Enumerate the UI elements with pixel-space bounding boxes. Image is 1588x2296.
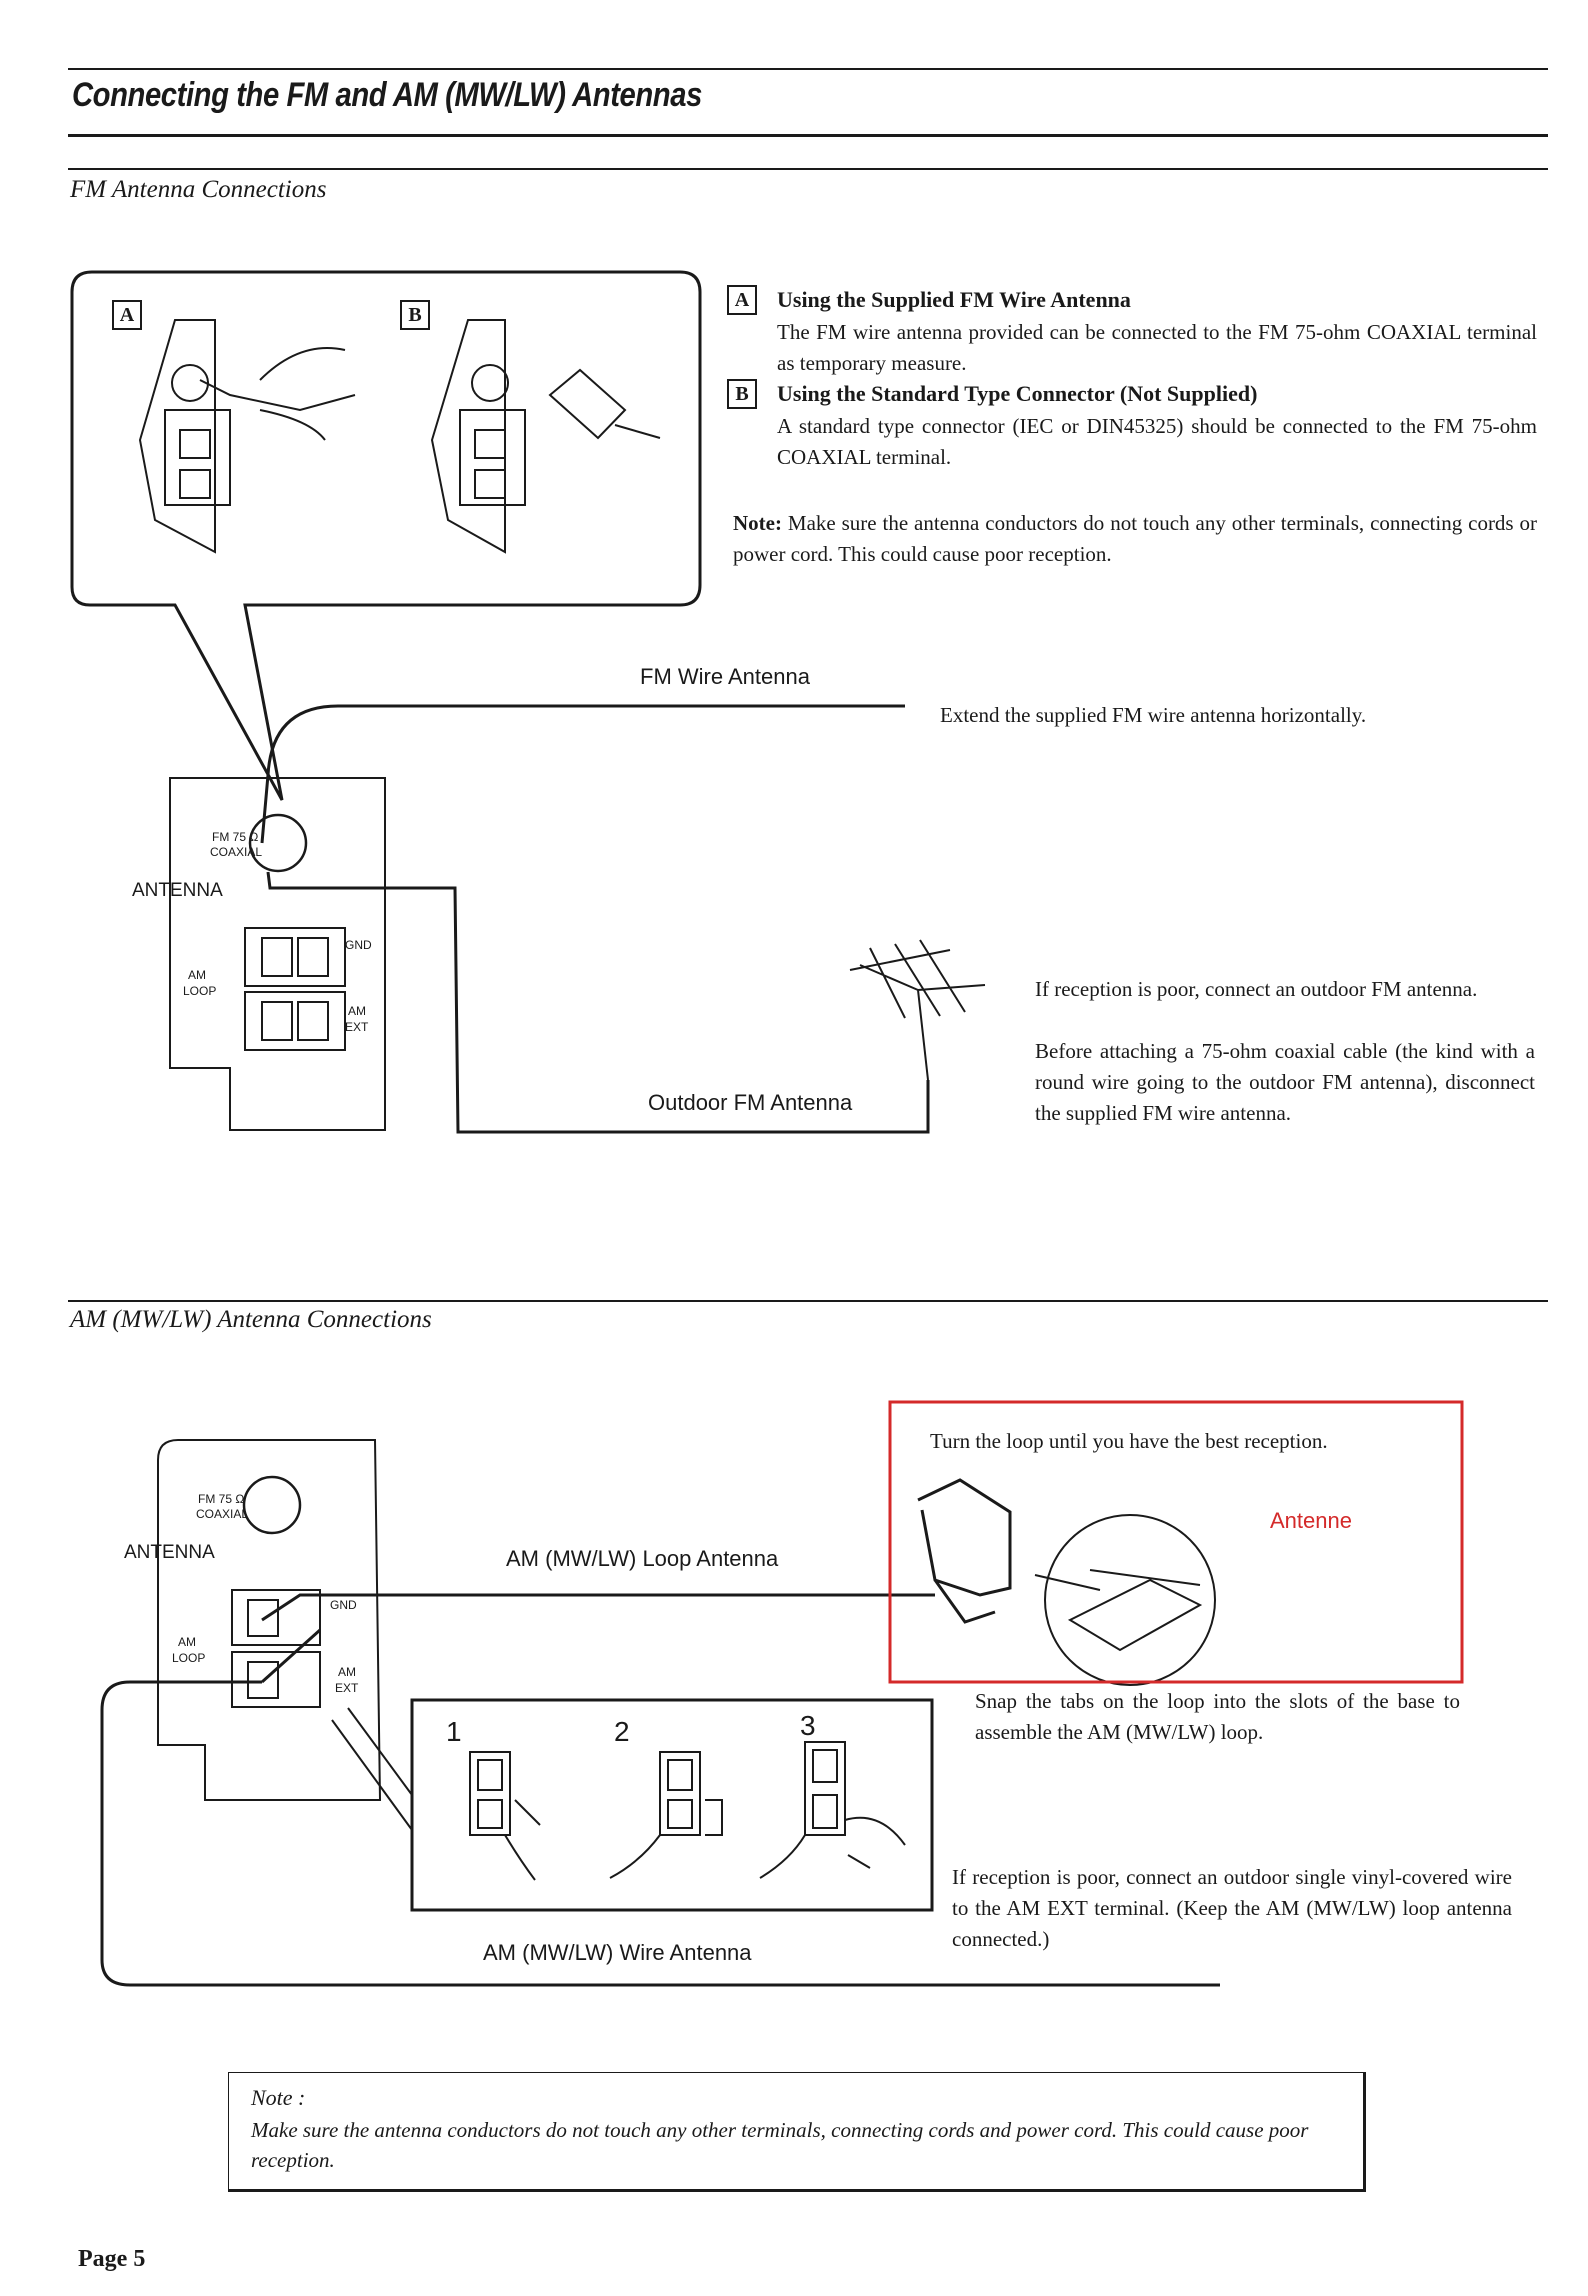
fm-panel-am-ext-1: AM bbox=[348, 1004, 366, 1018]
fm-wire-antenna-line bbox=[260, 704, 905, 844]
bottom-note-text: Make sure the antenna conductors do not … bbox=[251, 2118, 1309, 2172]
am-wire-antenna-label: AM (MW/LW) Wire Antenna bbox=[483, 1940, 752, 1965]
fm-note-text: Make sure the antenna conductors do not … bbox=[733, 511, 1538, 566]
am-wire-antenna-line bbox=[100, 1680, 1220, 1987]
fm-panel-am-loop-1: AM bbox=[188, 968, 206, 982]
step-2-number: 2 bbox=[614, 1716, 630, 1747]
outdoor-fm-text-1: If reception is poor, connect an outdoor… bbox=[1035, 977, 1478, 1001]
fm-wire-antenna-label: FM Wire Antenna bbox=[640, 664, 810, 689]
am-panel-am-loop-2: LOOP bbox=[172, 1651, 206, 1665]
fm-panel-antenna-label: ANTENNA bbox=[132, 880, 223, 901]
bottom-note-box: Note : Make sure the antenna conductors … bbox=[228, 2072, 1366, 2192]
am-loop-antenna-label: AM (MW/LW) Loop Antenna bbox=[506, 1546, 779, 1571]
inset-b-drawing bbox=[430, 319, 661, 554]
fm-heading-rule bbox=[68, 168, 1548, 170]
step-2-drawing bbox=[609, 1751, 723, 1879]
outdoor-fm-cable bbox=[266, 871, 930, 1134]
step-1-number: 1 bbox=[446, 1716, 462, 1747]
item-b-label: B bbox=[727, 379, 757, 409]
title-bottom-rule bbox=[68, 134, 1548, 137]
outdoor-fm-antenna-drawing bbox=[849, 939, 986, 1081]
am-panel-coax-label-1: FM 75 Ω bbox=[198, 1492, 245, 1506]
am-panel-am-loop-1: AM bbox=[178, 1635, 196, 1649]
title-top-rule bbox=[68, 68, 1548, 70]
am-heading-rule bbox=[68, 1300, 1548, 1302]
loop-magnifier bbox=[1044, 1514, 1216, 1686]
am-section-heading: AM (MW/LW) Antenna Connections bbox=[70, 1306, 432, 1333]
item-b-title: Using the Standard Type Connector (Not S… bbox=[777, 381, 1258, 406]
steps-frame bbox=[410, 1698, 934, 1912]
am-panel-am-ext-1: AM bbox=[338, 1665, 356, 1679]
am-ext-text: If reception is poor, connect an outdoor… bbox=[952, 1865, 1512, 1951]
item-b-text: A standard type connector (IEC or DIN453… bbox=[777, 414, 1537, 469]
step-3-drawing bbox=[759, 1741, 906, 1879]
am-rear-panel bbox=[157, 1439, 382, 1801]
fm-section-heading: FM Antenna Connections bbox=[70, 176, 327, 203]
am-coax-terminal bbox=[242, 1475, 302, 1535]
fm-panel-coax-label-1: FM 75 Ω bbox=[212, 830, 259, 844]
step-3-number: 3 bbox=[800, 1710, 816, 1741]
inset-a-drawing bbox=[138, 319, 356, 554]
item-a-label: A bbox=[727, 285, 757, 315]
am-turn-text: Turn the loop until you have the best re… bbox=[930, 1429, 1328, 1453]
item-a-text: The FM wire antenna provided can be conn… bbox=[777, 320, 1537, 375]
am-terminal-block-lower bbox=[231, 1651, 321, 1708]
am-panel-gnd-label: GND bbox=[330, 1598, 357, 1612]
am-panel-antenna-label: ANTENNA bbox=[124, 1542, 215, 1563]
fm-note: Note: Make sure the antenna conductors d… bbox=[733, 508, 1537, 570]
fm-inset-frame bbox=[70, 270, 702, 801]
item-a-title: Using the Supplied FM Wire Antenna bbox=[777, 287, 1131, 312]
am-loop-antenna-drawing bbox=[917, 1478, 1012, 1624]
fm-terminal-block-upper bbox=[244, 927, 346, 987]
am-loop-wire bbox=[261, 1593, 935, 1622]
fm-note-label: Note: bbox=[733, 511, 782, 535]
fm-terminal-block-lower bbox=[244, 991, 346, 1051]
page-number: Page 5 bbox=[78, 2246, 146, 2272]
am-panel-coax-label-2: COAXIAL bbox=[196, 1507, 249, 1521]
fm-panel-am-ext-2: EXT bbox=[345, 1020, 369, 1034]
am-snap-text: Snap the tabs on the loop into the slots… bbox=[975, 1689, 1460, 1744]
fm-wire-antenna-text: Extend the supplied FM wire antenna hori… bbox=[940, 703, 1367, 727]
fm-rear-panel bbox=[169, 777, 386, 1131]
antenne-annotation: Antenne bbox=[1270, 1508, 1352, 1533]
antenne-highlight-box bbox=[888, 1400, 1464, 1684]
outdoor-fm-antenna-label: Outdoor FM Antenna bbox=[648, 1090, 853, 1115]
inset-label-b: B bbox=[400, 300, 430, 330]
page-title: Connecting the FM and AM (MW/LW) Antenna… bbox=[72, 76, 702, 114]
fm-panel-am-loop-2: LOOP bbox=[183, 984, 217, 998]
am-panel-am-ext-2: EXT bbox=[335, 1681, 359, 1695]
bottom-note-label: Note : bbox=[251, 2085, 306, 2110]
step-1-drawing bbox=[469, 1751, 541, 1881]
am-terminal-block-upper bbox=[231, 1589, 321, 1646]
outdoor-fm-text-2: Before attaching a 75-ohm coaxial cable … bbox=[1035, 1039, 1535, 1125]
inset-label-a: A bbox=[112, 300, 142, 330]
fm-panel-coax-label-2: COAXIAL bbox=[210, 845, 263, 859]
fm-panel-gnd-label: GND bbox=[345, 938, 372, 952]
fm-coax-terminal bbox=[248, 813, 308, 873]
